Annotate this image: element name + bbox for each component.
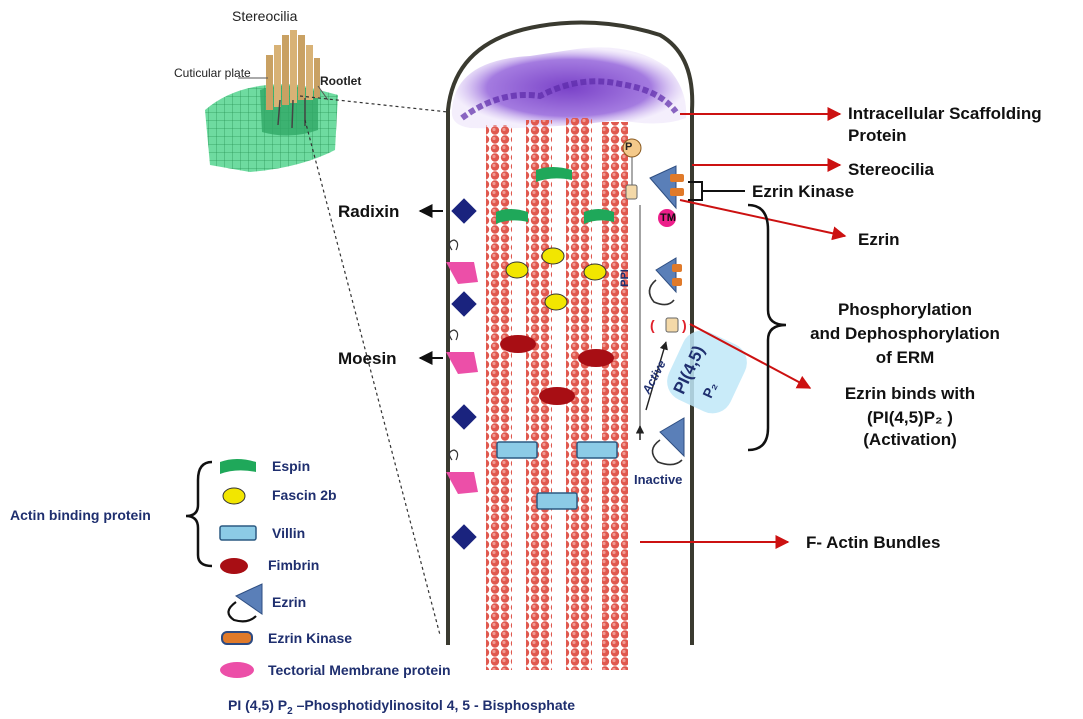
legend-label-fascin: Fascin 2b: [272, 487, 337, 503]
inset-label-cuticular-plate: Cuticular plate: [174, 66, 251, 80]
label-p: P: [625, 141, 632, 153]
footer-suffix: –Phosphotidylinositol 4, 5 - Bisphosphat…: [293, 697, 575, 713]
label-tm: TM: [660, 212, 676, 224]
villin-icon: [577, 442, 617, 458]
ezrin-icon: [236, 584, 262, 614]
tectorial-membrane-icon: [220, 662, 254, 678]
label-binds-2: (PI(4,5)P₂ ): [810, 408, 1010, 428]
fimbrin-icon: [500, 335, 536, 353]
ezrin-kinase-icon: [670, 174, 684, 182]
fimbrin-icon: [578, 349, 614, 367]
fascin-icon: [223, 488, 245, 504]
tectorial-membrane-icon: [446, 352, 478, 374]
label-scaffolding-1: Intracellular Scaffolding: [848, 104, 1042, 124]
scaffolding-protein-cap: [452, 47, 686, 128]
label-moesin: Moesin: [338, 349, 397, 369]
svg-text:): ): [682, 317, 687, 333]
villin-icon: [537, 493, 577, 509]
label-phos-1: Phosphorylation: [800, 300, 1010, 320]
ezrin-icon: [650, 166, 676, 208]
pip2-glow: [661, 324, 754, 420]
fimbrin-icon: [539, 387, 575, 405]
ezrin-cycle: ( ): [623, 139, 753, 465]
fascin-icon: [545, 294, 567, 310]
tectorial-membrane-icon: [446, 262, 478, 284]
espin-icon: [220, 459, 256, 474]
villin-icon: [220, 526, 256, 540]
radixin-icon: [451, 198, 476, 223]
footer-prefix: PI (4,5) P: [228, 697, 287, 713]
radixin-icon: [451, 291, 476, 316]
label-phos-2: and Dephosphorylation: [790, 324, 1020, 344]
legend-icons: [220, 459, 262, 678]
inset-label-stereocilia: Stereocilia: [232, 8, 297, 24]
legend-label-espin: Espin: [272, 458, 310, 474]
fascin-icon: [584, 264, 606, 280]
arrow-ezrin: [680, 200, 845, 236]
legend-label-ezrin: Ezrin: [272, 594, 306, 610]
membrane-proteins: [446, 198, 478, 549]
legend-label-tectorial: Tectorial Membrane protein: [268, 662, 451, 678]
ezrin-kinase-icon: [222, 632, 252, 644]
label-inactive: Inactive: [634, 472, 682, 487]
fimbrin-icon: [220, 558, 248, 574]
label-binds-1: Ezrin binds with: [810, 384, 1010, 404]
legend-label-villin: Villin: [272, 525, 305, 541]
label-scaffolding-2: Protein: [848, 126, 907, 146]
fascin-icon: [506, 262, 528, 278]
ezrin-icon: [660, 418, 684, 456]
tectorial-membrane-icon: [446, 472, 478, 494]
legend-label-fimbrin: Fimbrin: [268, 557, 319, 573]
actin-filament: [486, 125, 512, 670]
binding-proteins: [496, 167, 617, 509]
label-factin: F- Actin Bundles: [806, 533, 940, 553]
bracket-legend: [186, 462, 212, 566]
legend-label-ezrin-kinase: Ezrin Kinase: [268, 630, 352, 646]
label-stereocilia: Stereocilia: [848, 160, 934, 180]
ezrin-icon: [656, 258, 676, 292]
radixin-icon: [451, 404, 476, 429]
legend-group-label: Actin binding protein: [10, 507, 151, 523]
label-binds-3: (Activation): [810, 430, 1010, 450]
label-phos-3: of ERM: [800, 348, 1010, 368]
label-ezrin: Ezrin: [858, 230, 900, 250]
ezrin-kinase-icon: [670, 188, 684, 196]
inset-illustration: [205, 30, 448, 635]
villin-icon: [497, 442, 537, 458]
label-ezrin-kinase: Ezrin Kinase: [752, 182, 854, 202]
footer-definition: PI (4,5) P2 –Phosphotidylinositol 4, 5 -…: [228, 697, 575, 717]
fascin-icon: [542, 248, 564, 264]
actin-filament: [602, 122, 628, 670]
label-ppi: PPI: [619, 269, 631, 287]
label-radixin: Radixin: [338, 202, 399, 222]
bracket-phosphorylation: [748, 205, 786, 450]
inset-label-rootlet: Rootlet: [320, 74, 361, 88]
radixin-icon: [451, 524, 476, 549]
svg-text:(: (: [650, 317, 655, 333]
